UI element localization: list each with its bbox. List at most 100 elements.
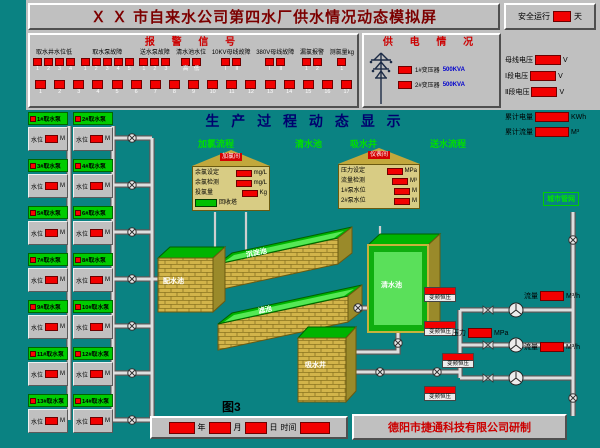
alarm-led [276, 58, 286, 66]
valve-icon[interactable] [127, 368, 137, 378]
alarm-indicator: 2 [312, 58, 322, 73]
gate-valve-icon[interactable] [482, 373, 494, 383]
transformer-2-name: 2#变压器 [415, 83, 440, 89]
level-unit: M [105, 371, 110, 377]
valve-icon[interactable] [375, 367, 385, 377]
alarm-indicator: 3 [73, 80, 85, 96]
alarm-led [113, 58, 123, 66]
alarm-led [102, 58, 112, 66]
level-label: 水位 [75, 325, 88, 332]
alarm-indicator-number: 12 [247, 89, 254, 95]
pump-status-led [30, 162, 36, 169]
pump-name-bar: 5#取水泵 [28, 206, 68, 219]
alarm-led [232, 58, 242, 66]
pump-name: 6#取水泵 [82, 211, 106, 217]
alarm-indicator-number: 11 [228, 89, 235, 95]
valve-icon[interactable] [432, 367, 442, 377]
alarm-led [111, 80, 123, 89]
power-panel-title: 供 电 情 况 [382, 37, 481, 48]
alarm-indicator-number: 10 [209, 89, 216, 95]
level-label: 水位 [30, 137, 43, 144]
transformer-1-capacity: 500KVA [442, 66, 465, 73]
alarm-led [312, 58, 322, 66]
vfd-box[interactable]: 变频恒压 [442, 353, 474, 368]
level-label: 水位 [30, 278, 43, 285]
house-row-display [392, 177, 408, 185]
send-pump-icon[interactable] [508, 302, 524, 318]
pump-name-bar: 6#取水泵 [73, 206, 113, 219]
valve-icon[interactable] [568, 393, 578, 403]
alarm-group-label: 取水井水位低 [35, 50, 72, 56]
pump-name-bar: 12#取水泵 [73, 347, 113, 360]
valve-icon[interactable] [127, 227, 137, 237]
send-pump-icon[interactable] [508, 370, 524, 386]
vfd-box[interactable]: 变频恒压 [424, 321, 456, 336]
valve-icon[interactable] [353, 303, 363, 313]
alarm-indicator-number: Ⅱ [235, 66, 239, 72]
level-unit: M [60, 230, 65, 236]
alarm-indicator-number: 3 [77, 89, 81, 95]
vfd-box[interactable]: 变频恒压 [424, 287, 456, 302]
alarm-group-label: 清水池水位 [176, 50, 207, 56]
alarm-indicator-number: 14 [286, 89, 293, 95]
alarm-indicator-number: 17 [343, 89, 350, 95]
alarm-indicator-number: 1 [304, 66, 308, 72]
distribution-tank [156, 245, 227, 314]
flow-label-suction-well: 吸水井 [350, 139, 378, 149]
recovery-tower-row: 回收塔 [195, 199, 267, 207]
valve-icon[interactable] [127, 321, 137, 331]
gate-valve-icon[interactable] [482, 340, 494, 350]
level-value-display [90, 135, 103, 143]
vfd-display [425, 322, 455, 329]
valve-icon[interactable] [127, 274, 137, 284]
transformer-1[interactable]: 1#变压器 500KVA [398, 65, 495, 74]
valve-icon[interactable] [393, 338, 403, 348]
alarm-indicator: 1 [33, 58, 42, 73]
gate-valve-icon[interactable] [482, 305, 494, 315]
valve-icon[interactable] [127, 180, 137, 190]
transformer-2-display [398, 80, 412, 89]
house-row-label: 1#泵水位 [341, 188, 366, 194]
valve-icon[interactable] [568, 235, 578, 245]
alarm-indicator-number: Ⅱ [279, 66, 283, 72]
level-value-display [45, 182, 58, 190]
transformer-2[interactable]: 2#变压器 500KVA [398, 80, 495, 89]
house-row-label: 2#泵水位 [341, 198, 366, 204]
pump-name: 8#取水泵 [82, 258, 106, 264]
clear-water-tank-label: 清水池 [381, 282, 402, 289]
pump-name-bar: 8#取水泵 [73, 253, 113, 266]
level-unit: M [105, 183, 110, 189]
vfd-box[interactable]: 变频恒压 [424, 386, 456, 401]
alarm-led [149, 80, 161, 89]
valve-icon[interactable] [127, 133, 137, 143]
valve-icon[interactable] [127, 415, 137, 425]
alarm-led [92, 80, 104, 89]
send-pump-icon[interactable] [508, 337, 524, 353]
alarm-led [80, 58, 90, 66]
distribution-tank-label: 配水池 [163, 278, 184, 285]
alarm-indicator-number: 1 [83, 66, 87, 72]
alarm-indicator: 4 [113, 58, 123, 73]
alarm-led [130, 80, 142, 89]
segment2-voltage-row: Ⅱ段电压 V [505, 87, 564, 97]
city-network-label: 城市管网 [543, 192, 579, 206]
